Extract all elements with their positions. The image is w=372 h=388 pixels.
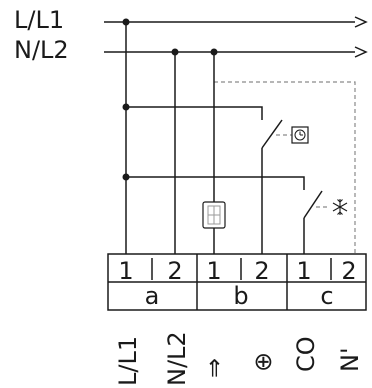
line-label-phase: L/L1 [14, 6, 64, 34]
terminal-pin-b1: 1 [206, 257, 221, 285]
terminal-pin-b2: 2 [254, 257, 269, 285]
clock-icon [291, 126, 309, 144]
bottom-label-phase: L/L1 [114, 336, 142, 386]
dashed-control-line [214, 81, 356, 254]
bottom-label-clock: ⊕ [249, 352, 277, 372]
snowflake-icon [332, 199, 348, 215]
junction-dot [210, 48, 218, 56]
terminal-pin-c2: 2 [341, 257, 356, 285]
bottom-label-arrow: ⇒ [200, 358, 228, 378]
branch-timer [126, 106, 263, 120]
terminal-pin-a2: 2 [167, 257, 182, 285]
junction-dot [122, 18, 130, 26]
branch-defrost [126, 176, 305, 190]
neutral-line [104, 46, 368, 58]
terminal-pin-c1: 1 [296, 257, 311, 285]
defrost-switch [303, 190, 330, 254]
line-label-neutral: N/L2 [14, 36, 69, 64]
terminal-group-a: a [145, 282, 160, 310]
bottom-label-neutral: N/L2 [163, 331, 191, 386]
bottom-label-co: CO [292, 336, 320, 372]
thermostat-device-icon [202, 201, 226, 229]
terminal-block [107, 253, 367, 311]
timer-switch [261, 119, 292, 254]
phase-line [104, 16, 368, 28]
bottom-labels: L/L1 N/L2 ⇒ ⊕ CO N' [114, 331, 364, 386]
junction-dot [171, 48, 179, 56]
bottom-label-n-prime: N' [336, 347, 364, 372]
terminal-pin-a1: 1 [118, 257, 133, 285]
terminal-group-b: b [233, 282, 248, 310]
terminal-group-c: c [320, 282, 333, 310]
